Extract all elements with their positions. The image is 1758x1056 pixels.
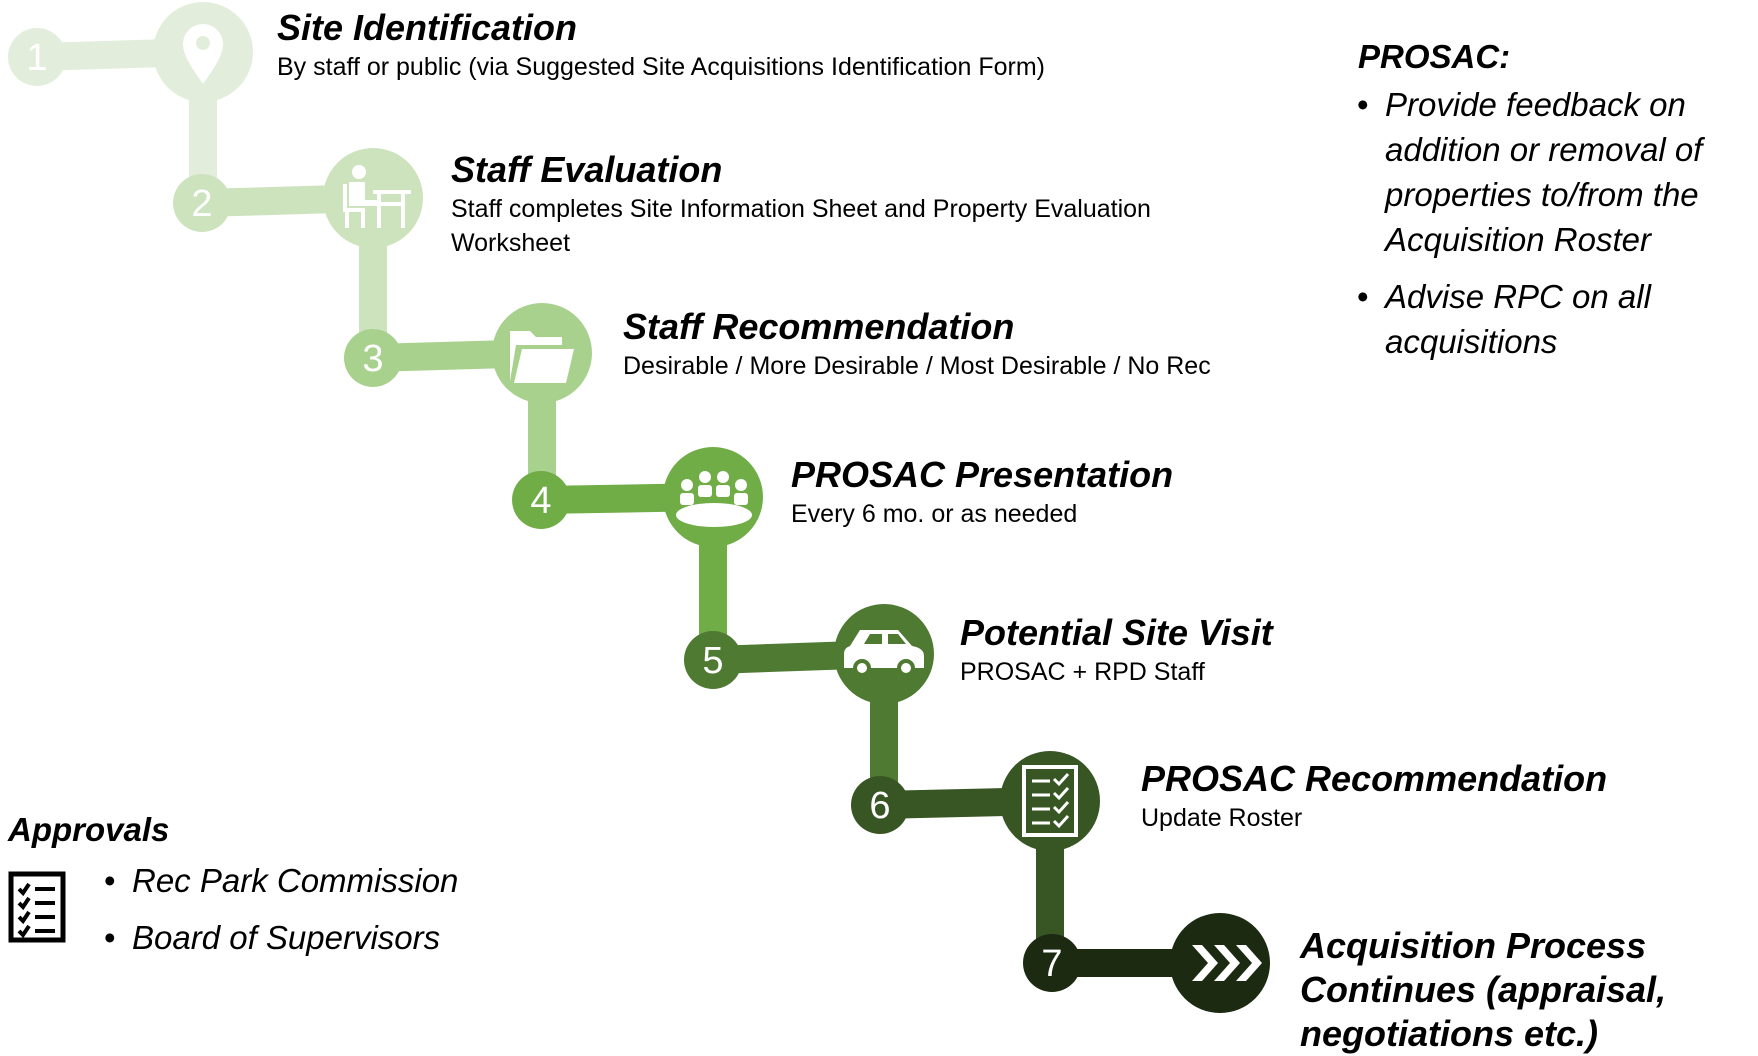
- step-2-description-line-1: Staff completes Site Information Sheet a…: [451, 195, 1151, 223]
- step-7-title: Acquisition Process Continues (appraisal…: [1300, 925, 1667, 1054]
- person-at-desk-icon: [343, 165, 411, 228]
- step-5-text: Potential Site Visit PROSAC + RPD Staff: [960, 613, 1273, 689]
- approvals-item: Board of Supervisors: [104, 915, 524, 960]
- step-6-description: Update Roster: [1141, 804, 1303, 832]
- step-7-text: Acquisition Process Continues (appraisal…: [1300, 924, 1750, 1056]
- map-pin-icon: [183, 24, 223, 84]
- prosac-title: PROSAC:: [1358, 38, 1511, 75]
- car-icon: [844, 630, 924, 677]
- approvals-list: Rec Park Commission Board of Supervisors: [104, 858, 524, 972]
- meeting-icon: [676, 471, 752, 527]
- approvals-item: Rec Park Commission: [104, 858, 524, 903]
- step-4-description: Every 6 mo. or as needed: [791, 500, 1078, 528]
- step-2-title: Staff Evaluation: [451, 149, 723, 190]
- step-6-number-circle: [851, 776, 909, 834]
- step-3-text: Staff Recommendation Desirable / More De…: [623, 307, 1211, 383]
- step-5-description: PROSAC + RPD Staff: [960, 658, 1205, 686]
- fast-forward-icon: [1192, 945, 1262, 981]
- step-2-text: Staff Evaluation Staff completes Site In…: [451, 150, 1151, 260]
- step-2-number: 2: [191, 183, 212, 225]
- step-4-number-circle: [512, 471, 570, 529]
- step-5-number: 5: [702, 640, 723, 682]
- step-4-text: PROSAC Presentation Every 6 mo. or as ne…: [791, 455, 1173, 531]
- step-3-title: Staff Recommendation: [623, 306, 1015, 347]
- step-1-description: By staff or public (via Suggested Site A…: [277, 53, 1045, 81]
- step-6-text: PROSAC Recommendation Update Roster: [1141, 759, 1607, 835]
- step-6-title: PROSAC Recommendation: [1141, 758, 1608, 799]
- step-2-description: Staff completes Site Information Sheet a…: [451, 192, 1151, 260]
- step-5-number-circle: [684, 631, 742, 689]
- step-3-number: 3: [362, 338, 383, 380]
- step-4-title: PROSAC Presentation: [791, 454, 1174, 495]
- step-7-number-circle: [1023, 934, 1081, 992]
- step-1-number: 1: [26, 37, 47, 79]
- step-6-number: 6: [869, 785, 890, 827]
- checklist-icon: [8, 871, 66, 943]
- step-2-description-line-2: Worksheet: [451, 229, 571, 257]
- step-3-description: Desirable / More Desirable / Most Desira…: [623, 352, 1211, 380]
- step-2-number-circle: [173, 174, 231, 232]
- step-2-icon-circle: [323, 148, 423, 248]
- checklist-icon: [1022, 765, 1078, 837]
- step-1-title: Site Identification: [277, 7, 578, 48]
- step-4-number: 4: [530, 480, 551, 522]
- step-3-number-circle: [344, 329, 402, 387]
- approvals-title: Approvals: [8, 811, 170, 848]
- prosac-item: Provide feedback on addition or removal …: [1357, 82, 1752, 262]
- prosac-list: Provide feedback on addition or removal …: [1357, 82, 1752, 376]
- step-1-text: Site Identification By staff or public (…: [277, 8, 1045, 84]
- folder-icon: [510, 331, 574, 383]
- step-5-title: Potential Site Visit: [960, 612, 1273, 653]
- step-7-number: 7: [1041, 943, 1062, 985]
- prosac-item: Advise RPC on all acquisitions: [1357, 274, 1752, 364]
- step-7-icon-circle: [1170, 913, 1270, 1013]
- step-1-number-circle: [8, 28, 66, 86]
